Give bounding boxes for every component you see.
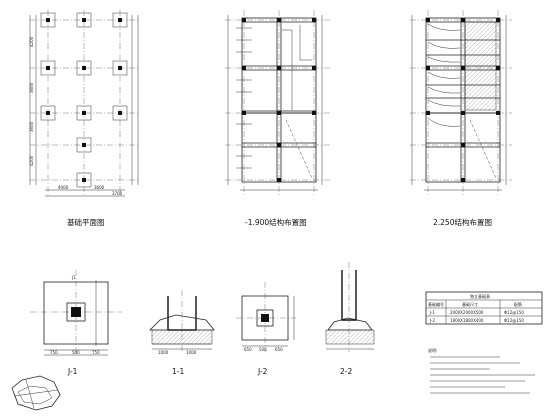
plan-2250-title: 2.250结构布置图 — [433, 217, 492, 227]
j2-title: J-2 — [257, 367, 268, 376]
table-cell: J-2 — [429, 318, 435, 323]
footing-table: 独立基础表 基础编号 基础尺寸 配筋 J-1 2000X2000X500 Φ12… — [425, 291, 543, 325]
table-title: 独立基础表 — [470, 293, 490, 299]
dim-text: 1000 — [158, 350, 169, 355]
dim-text: 4200 — [29, 36, 34, 47]
design-notes: 说明: — [428, 347, 535, 394]
dim-text: 500 — [72, 350, 80, 355]
dim-text: 650 — [275, 347, 283, 352]
section-2-2: 2-2 — [325, 262, 375, 376]
table-cell: Φ12@150 — [504, 318, 524, 323]
dim-text: 3600 — [29, 82, 34, 93]
dim-text: 650 — [244, 347, 252, 352]
section-1-1-title: 1-1 — [172, 367, 184, 376]
dim-text: 750 — [50, 350, 58, 355]
section-1-1: 1000 1000 1-1 — [149, 290, 215, 376]
table-header-cell: 基础编号 — [428, 301, 444, 307]
table-cell: 1800X1800X400 — [450, 318, 484, 323]
dim-text: 3700 — [112, 191, 123, 196]
notes-heading: 说明: — [428, 347, 437, 353]
foundation-plan: 4200 3600 3600 4200 4000 3600 3700 基础平面图 — [29, 10, 140, 227]
key-plan — [11, 375, 61, 411]
dim-text: 1000 — [186, 350, 197, 355]
table-cell: J-1 — [429, 310, 435, 315]
dim-text: 750 — [92, 350, 100, 355]
j1-title: J-1 — [67, 367, 78, 376]
footing-j2-detail: 650 500 650 J-2 — [236, 282, 296, 376]
dim-text: 4000 — [58, 185, 69, 190]
table-header-cell: 基础尺寸 — [462, 301, 478, 307]
plan-minus-1900: -1.900结构布置图 — [225, 10, 330, 227]
section-2-2-title: 2-2 — [340, 367, 352, 376]
foundation-plan-title: 基础平面图 — [67, 217, 105, 227]
footing-j1-detail: J1 750 500 750 J-1 — [30, 270, 122, 376]
table-cell: 2000X2000X500 — [450, 310, 484, 315]
dim-text: 3600 — [94, 185, 105, 190]
dim-text: 500 — [259, 347, 267, 352]
plan-2250: 2.250结构布置图 — [410, 10, 512, 227]
table-cell: Φ12@150 — [504, 310, 524, 315]
dim-text: 4200 — [29, 155, 34, 166]
table-header-cell: 配筋 — [514, 301, 522, 307]
plan-minus-1900-title: -1.900结构布置图 — [245, 217, 307, 227]
dim-text: 3600 — [29, 121, 34, 132]
j1-label: J1 — [71, 275, 76, 280]
